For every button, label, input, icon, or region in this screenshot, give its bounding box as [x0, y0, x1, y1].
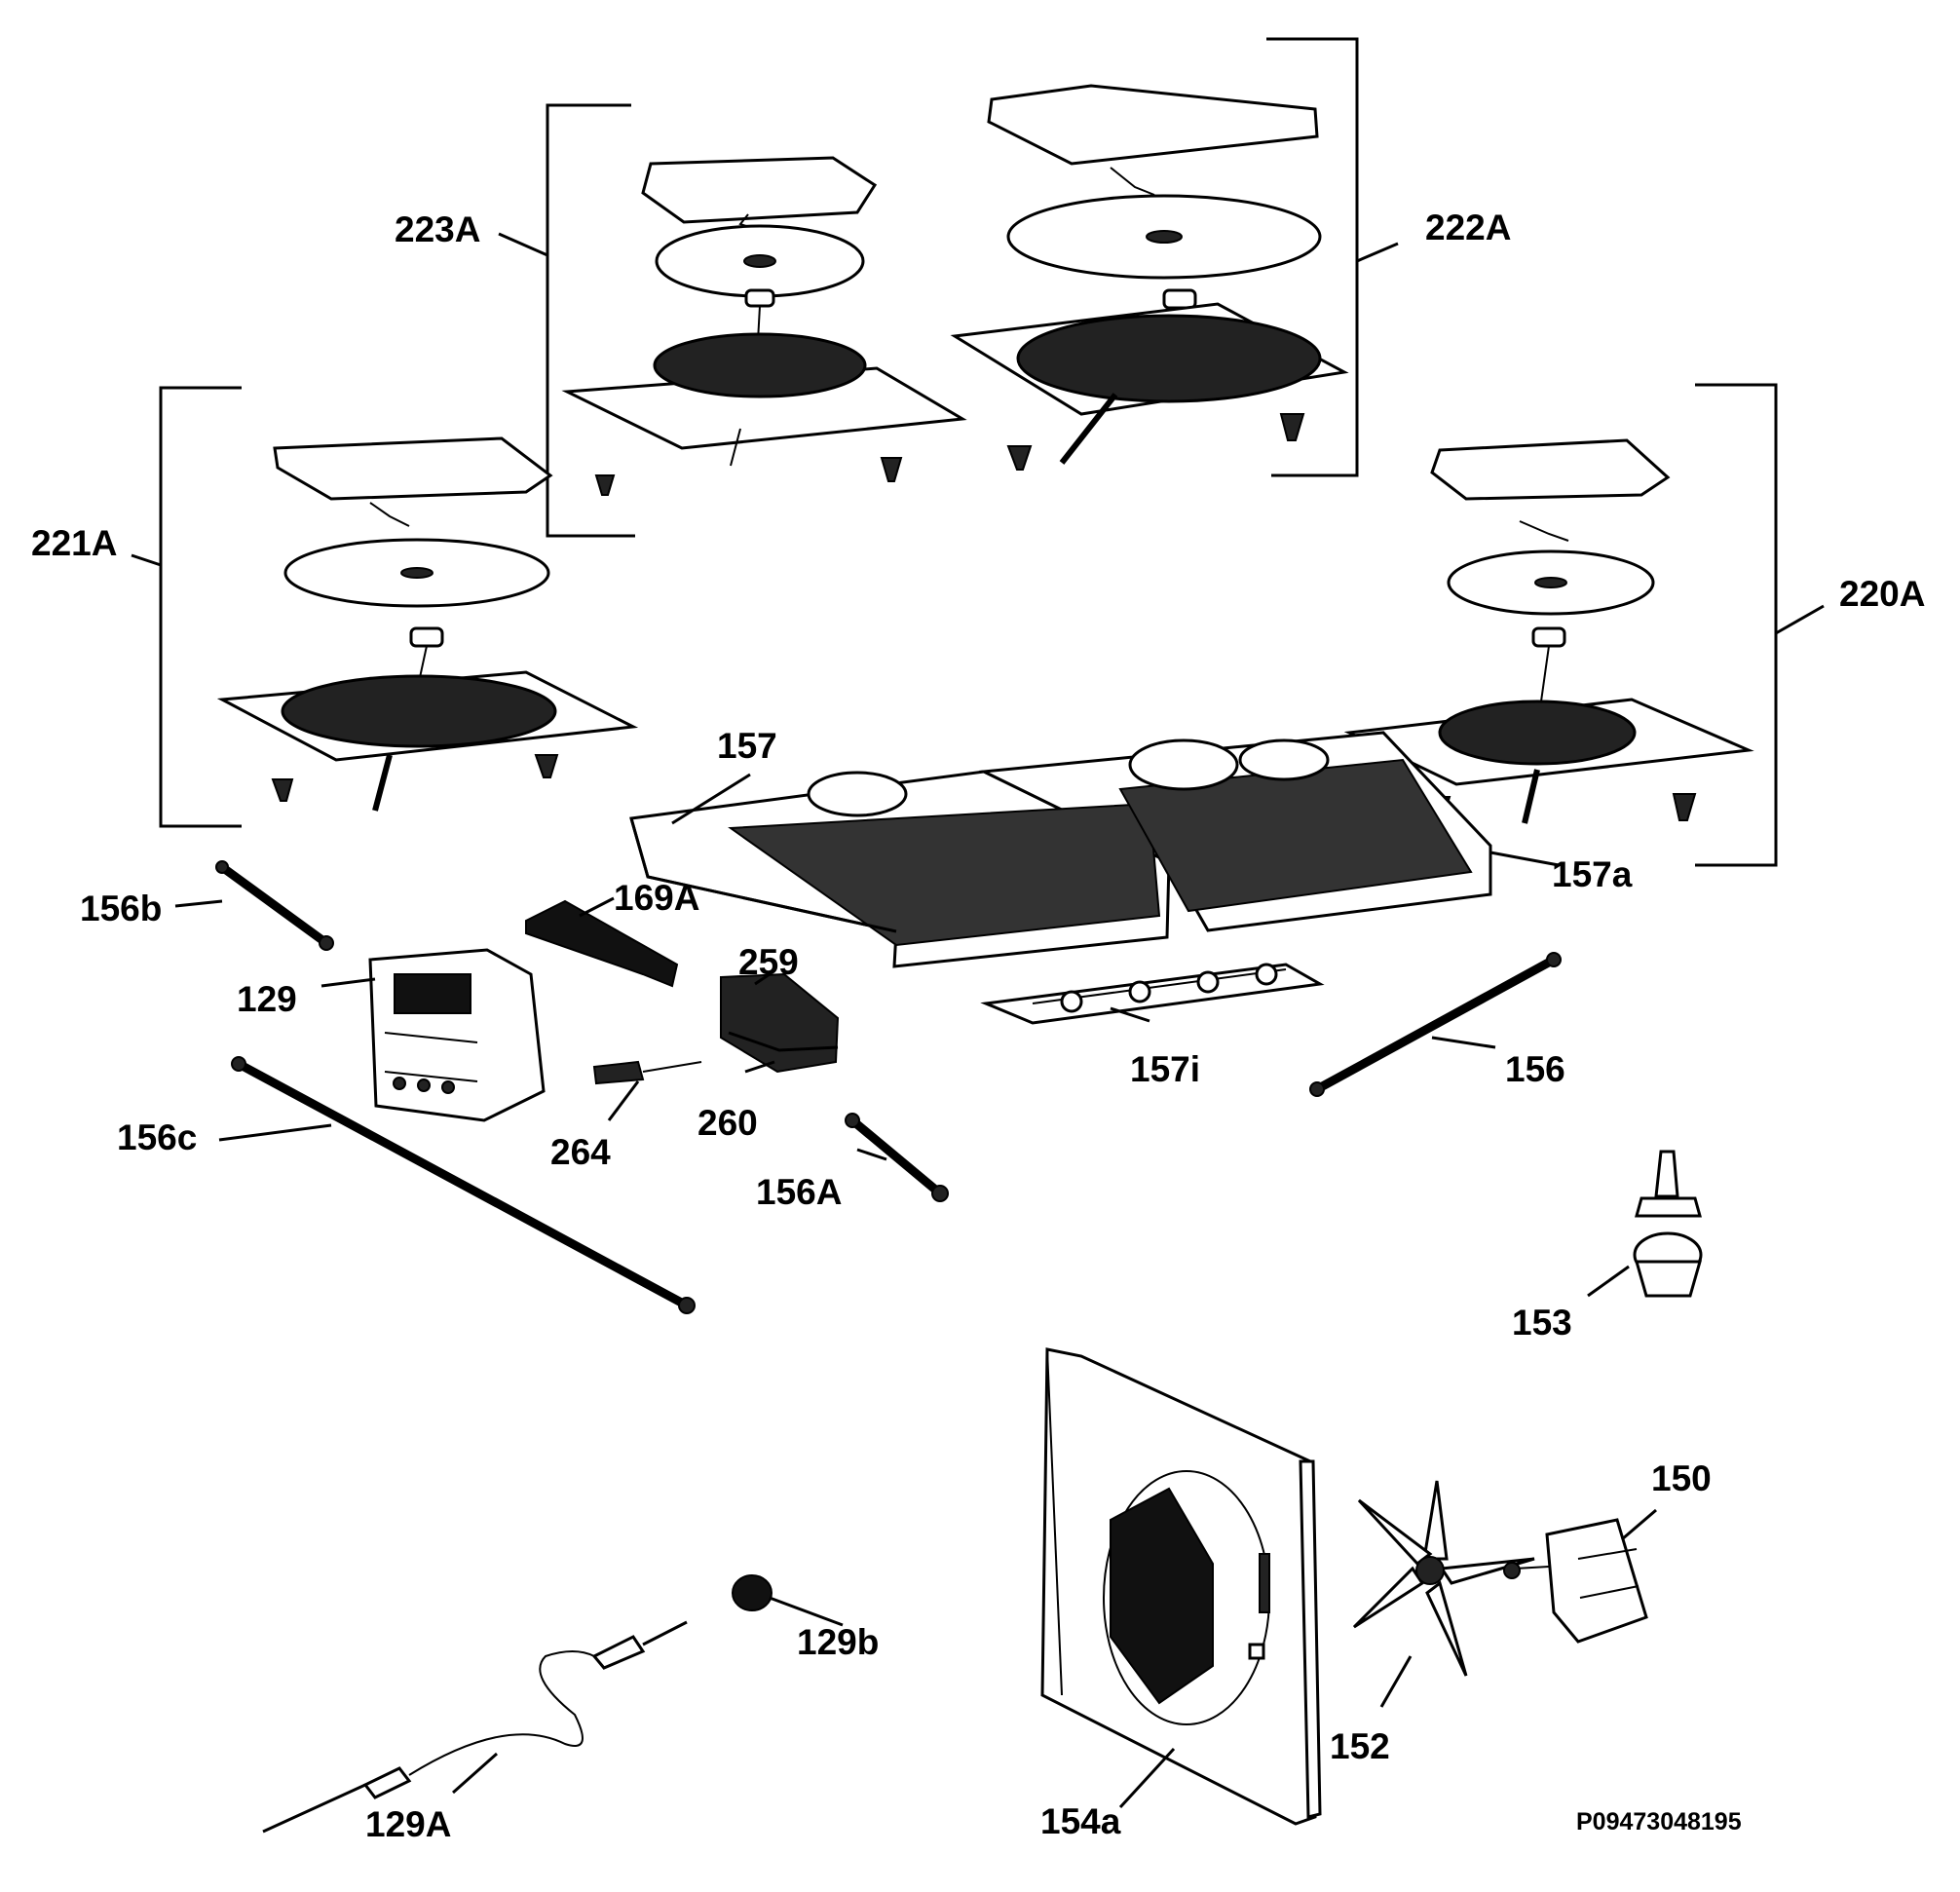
label-259: 259 [738, 942, 799, 982]
part-152-fan [1352, 1480, 1535, 1677]
label-156: 156 [1505, 1049, 1565, 1089]
part-157-control-board [629, 731, 1492, 968]
label-156A: 156A [756, 1172, 842, 1212]
part-221A-assembly [159, 386, 639, 828]
part-156b-rod [215, 860, 334, 951]
part-156c-rod [231, 1056, 696, 1314]
label-157i: 157i [1130, 1049, 1200, 1089]
label-150: 150 [1651, 1458, 1712, 1498]
part-153-lamp [1633, 1150, 1703, 1298]
label-260: 260 [697, 1103, 758, 1143]
label-169A: 169A [614, 878, 699, 918]
part-156-rod [1309, 952, 1562, 1097]
label-221A: 221A [31, 523, 117, 563]
part-129b-plug [732, 1574, 773, 1611]
part-150-motor [1503, 1518, 1648, 1644]
part-220A-assembly [1343, 383, 1778, 867]
label-156b: 156b [80, 889, 162, 928]
label-152: 152 [1330, 1726, 1390, 1766]
label-157: 157 [717, 726, 777, 766]
label-223A: 223A [395, 209, 480, 249]
part-129A-probe [262, 1620, 688, 1834]
part-154a-back-panel [1040, 1347, 1322, 1826]
label-264: 264 [550, 1132, 611, 1172]
label-222A: 222A [1425, 208, 1511, 247]
label-220A: 220A [1839, 574, 1925, 614]
label-154a: 154a [1040, 1801, 1121, 1841]
part-157i-strip [980, 963, 1325, 1025]
part-264-sensor [592, 1060, 702, 1085]
leader-lines [131, 232, 1825, 1809]
part-129-timer-module [368, 948, 546, 1122]
label-156c: 156c [117, 1117, 197, 1157]
part-259-260-module [720, 972, 840, 1074]
part-169A-connector [525, 899, 679, 988]
part-223A-assembly [546, 103, 967, 538]
part-labels: 223A 222A 221A 220A 157 157a 156b 169A 2… [31, 208, 1925, 1844]
part-156A-rod [845, 1113, 949, 1202]
label-129A: 129A [365, 1804, 451, 1844]
part-222A-assembly [950, 37, 1359, 477]
label-129: 129 [237, 979, 297, 1019]
label-129b: 129b [797, 1622, 879, 1662]
diagram-code: P09473048195 [1576, 1808, 1742, 1835]
label-153: 153 [1512, 1303, 1572, 1343]
label-157a: 157a [1552, 854, 1633, 894]
